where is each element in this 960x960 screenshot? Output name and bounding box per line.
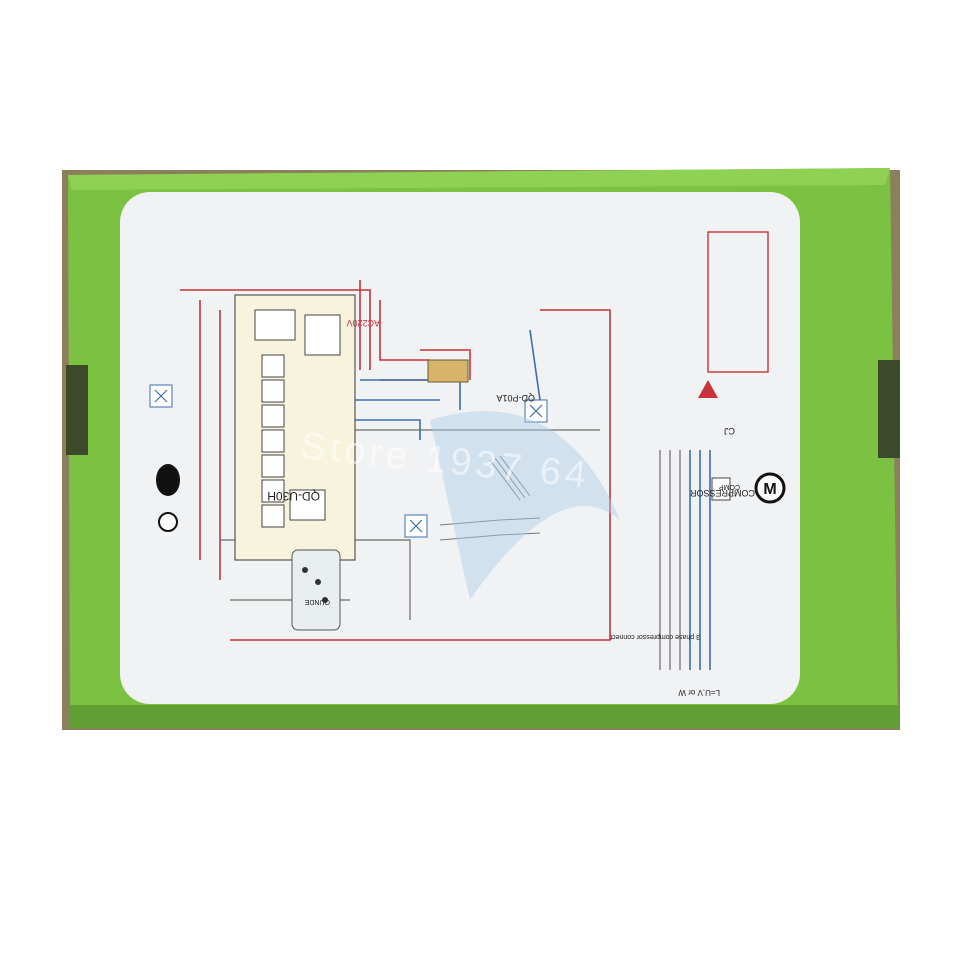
relays	[261, 354, 285, 528]
compressor-left	[156, 464, 180, 496]
protector-label: QD-P01A	[496, 393, 535, 403]
compressor-icon	[754, 472, 786, 504]
lineset-label: L=U,V or W	[678, 688, 720, 697]
phase-note: 3 phase compressor connect	[610, 633, 700, 640]
brand-label: QUNDE	[304, 598, 330, 605]
compressor-label: COMPRESSOR	[689, 488, 755, 498]
handle-right	[878, 360, 900, 458]
warning-icon	[698, 380, 718, 398]
remote-receiver	[291, 549, 341, 631]
voltage-label: AC220V	[346, 318, 380, 328]
svg-text:M: M	[763, 481, 776, 498]
red-wires	[180, 280, 611, 641]
cj-label: CJ	[724, 426, 735, 436]
model-label: QD-U30H	[267, 489, 320, 503]
warning-box	[707, 231, 769, 373]
comp-label: COMP	[719, 483, 740, 490]
transformer	[427, 359, 469, 383]
handle-left	[66, 365, 88, 455]
